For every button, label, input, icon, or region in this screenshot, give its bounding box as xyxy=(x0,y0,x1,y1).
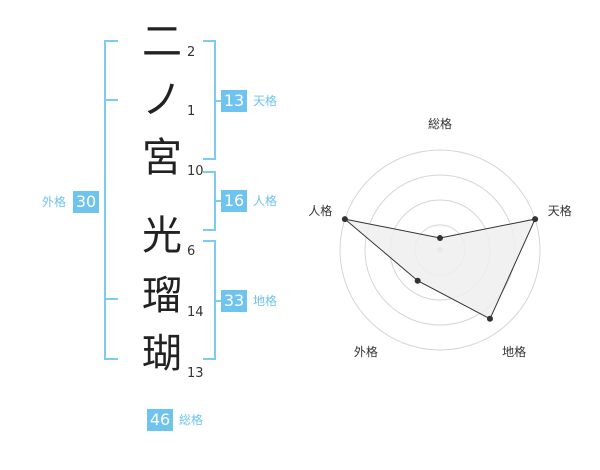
stroke-count-6: 13 xyxy=(187,366,204,381)
stroke-count-3: 10 xyxy=(187,164,204,179)
radar-axis-label-4: 外格 xyxy=(354,344,378,359)
radar-point-1 xyxy=(437,235,443,241)
radar-axis-label-1: 総格 xyxy=(428,116,452,131)
gaikaku-label: 外格 xyxy=(42,195,67,209)
tenkaku-label: 天格 xyxy=(253,94,278,108)
radar-axis-label-3: 地格 xyxy=(502,344,526,359)
jinkaku-connector xyxy=(214,200,222,202)
jinkaku-label: 人格 xyxy=(253,194,278,208)
name-char-6: 瑚 xyxy=(142,331,182,377)
stroke-count-2: 1 xyxy=(187,104,196,119)
soukaku-value: 46 xyxy=(147,409,173,431)
gaikaku-bracket-top xyxy=(104,40,118,42)
name-char-3: 宮 xyxy=(142,135,182,181)
gaikaku-value: 30 xyxy=(73,191,99,213)
jinkaku-value: 16 xyxy=(221,190,247,212)
jinkaku-bracket-bottom xyxy=(203,229,216,231)
radar-ring-4 xyxy=(339,149,541,351)
radar-point-3 xyxy=(486,315,493,322)
gaikaku-bracket-tick-lower xyxy=(104,298,118,300)
name-char-4: 光 xyxy=(142,213,182,259)
tenkaku-bracket-top xyxy=(203,40,216,42)
gaikaku-bracket xyxy=(104,40,106,360)
chikaku-value: 33 xyxy=(221,290,247,312)
name-char-2: ノ xyxy=(142,77,182,123)
radar-point-2 xyxy=(532,216,539,223)
stroke-count-5: 14 xyxy=(187,305,204,320)
tenkaku-value: 13 xyxy=(221,90,247,112)
radar-polygon xyxy=(343,218,536,320)
soukaku-label: 総格 xyxy=(179,413,204,427)
chikaku-connector xyxy=(214,300,222,302)
stroke-count-1: 2 xyxy=(187,45,196,60)
chikaku-bracket-bottom xyxy=(203,358,216,360)
gaikaku-bracket-bottom xyxy=(104,358,118,360)
radar-axis-label-5: 人格 xyxy=(308,203,332,218)
radar-point-5 xyxy=(341,216,348,223)
name-char-5: 瑠 xyxy=(142,273,182,319)
chikaku-label: 地格 xyxy=(253,294,278,308)
tenkaku-bracket-bottom xyxy=(203,158,216,160)
tenkaku-connector xyxy=(214,100,222,102)
jinkaku-bracket-top xyxy=(203,171,216,173)
chikaku-bracket-top xyxy=(203,240,216,242)
stroke-count-4: 6 xyxy=(187,244,196,259)
name-char-1: 二 xyxy=(142,19,182,65)
radar-axis-label-2: 天格 xyxy=(548,203,572,218)
radar-point-4 xyxy=(414,277,421,284)
gaikaku-bracket-tick-upper xyxy=(104,99,118,101)
